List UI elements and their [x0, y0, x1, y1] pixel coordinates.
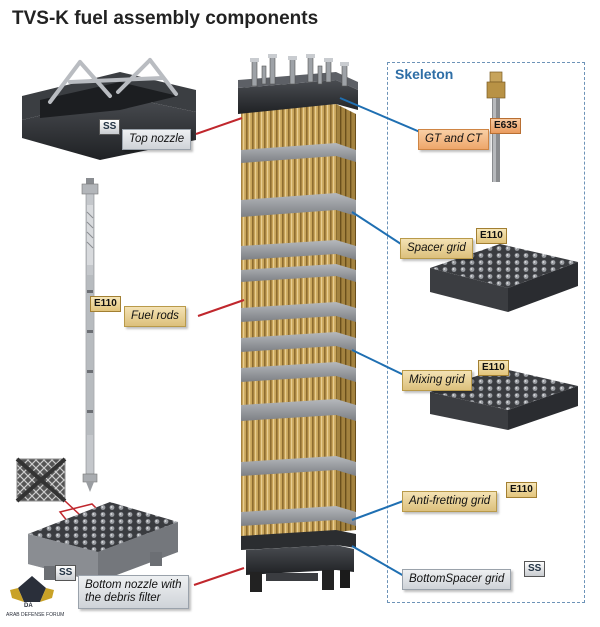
watermark-initials: DA [24, 603, 33, 609]
page-title: TVS-K fuel assembly components [12, 8, 319, 29]
debris-filter-mesh-inset [15, 457, 102, 523]
label-anti-fretting-grid: Anti-fretting grid [402, 491, 498, 512]
leader-lines [193, 97, 421, 586]
leader-anti-fretting [351, 499, 407, 521]
leader-top-nozzle [195, 117, 243, 135]
assembly-bottom-nozzle [246, 545, 354, 592]
label-spacer-grid: Spacer grid [400, 238, 473, 259]
watermark-text: ARAB DEFENSE FORUM [6, 612, 65, 618]
skeleton-title: Skeleton [395, 66, 454, 82]
spacer-grid-illustration [430, 244, 578, 312]
watermark-logo [10, 576, 54, 602]
tag-anti-fretting-e110: E110 [506, 482, 537, 498]
central-fuel-assembly [238, 54, 358, 592]
fuel-rod-illustration [81, 178, 99, 492]
guide-tube-illustration [486, 71, 506, 182]
tag-gt-ct-e635: E635 [490, 118, 522, 134]
label-bottom-nozzle: Bottom nozzle with the debris filter [78, 575, 189, 609]
leader-bottom-spacer [351, 545, 405, 577]
leader-fuel-rods [197, 299, 245, 317]
leader-mixing-grid [351, 349, 407, 377]
tag-mixing-grid-e110: E110 [478, 360, 509, 376]
tag-bottom-spacer-ss: SS [524, 561, 546, 577]
tag-bottom-nozzle-ss: SS [55, 565, 77, 581]
label-top-nozzle: Top nozzle [122, 129, 192, 150]
label-gt-ct: GT and CT [418, 129, 489, 150]
tag-fuel-rods-e110: E110 [90, 296, 121, 312]
leader-bottom-nozzle [193, 567, 245, 586]
assembly-top-nozzle [238, 54, 358, 114]
leader-gt-ct [339, 97, 421, 133]
label-fuel-rods: Fuel rods [124, 306, 186, 327]
label-bottom-spacer-grid: BottomSpacer grid [402, 569, 512, 590]
label-mixing-grid: Mixing grid [402, 370, 472, 391]
tag-spacer-grid-e110: E110 [476, 228, 507, 244]
bottom-spacer-band [241, 530, 356, 550]
bottom-nozzle-illustration [28, 502, 178, 582]
grid-bands [241, 143, 356, 526]
skeleton-frame [387, 62, 585, 603]
mixing-grid-illustration [430, 368, 578, 430]
leader-spacer-grid [351, 211, 405, 247]
tag-top-nozzle-ss: SS [99, 119, 121, 135]
